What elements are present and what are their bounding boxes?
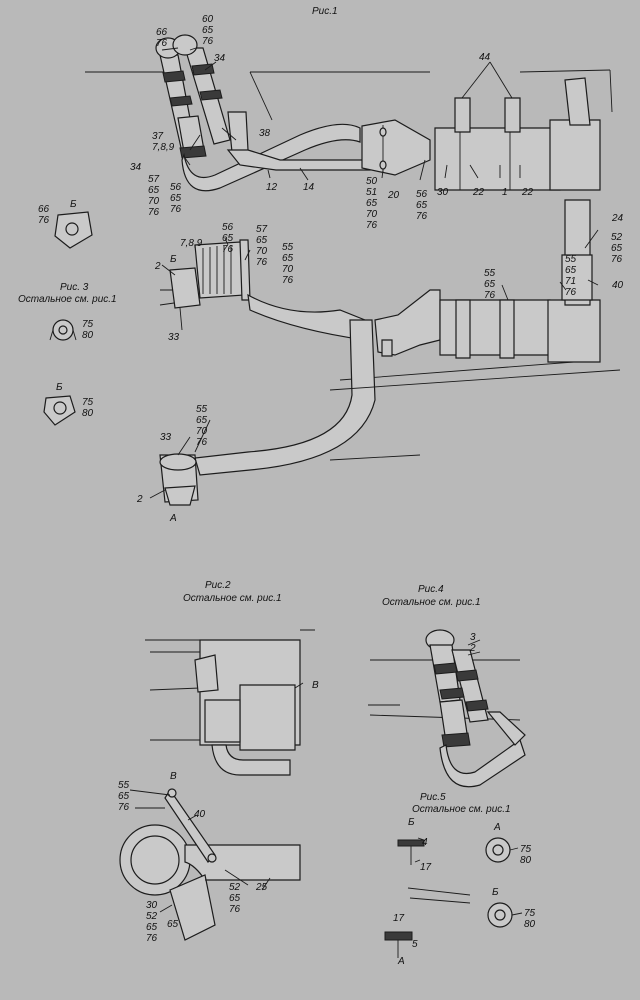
callout: 2 — [136, 494, 143, 505]
labels: Рис.1 Рис.2 Остальное см. рис.1 Рис. 3 О… — [18, 6, 624, 967]
callout: 24 — [611, 213, 624, 224]
callout: Б — [492, 887, 499, 898]
fig1-caption: Рис.1 — [312, 6, 338, 17]
callout: А — [493, 822, 501, 833]
fig5-note: Остальное см. рис.1 — [412, 804, 511, 815]
callout: 33 — [168, 332, 180, 343]
callout: 5 — [412, 939, 418, 950]
callout: 40 — [194, 809, 206, 820]
figure-2 — [119, 629, 315, 941]
callout: Б — [70, 199, 77, 210]
fig2-note: Остальное см. рис.1 — [183, 593, 282, 604]
callout: 65 — [167, 919, 179, 930]
callout: 25 — [255, 882, 268, 893]
fig4-caption: Рис.4 — [418, 584, 444, 595]
callout: 4 — [422, 837, 428, 848]
figure-4 — [368, 629, 526, 788]
callout: 30 — [437, 187, 449, 198]
fig2-caption: Рис.2 — [205, 580, 231, 591]
callout: А — [169, 513, 177, 524]
callout: А — [397, 956, 405, 967]
callout: Б — [408, 817, 415, 828]
callout: 12 — [266, 182, 278, 193]
callout: 17 — [420, 862, 432, 873]
figure-1 — [85, 34, 613, 192]
fig3-caption: Рис. 3 — [60, 282, 89, 293]
callout: Б — [56, 382, 63, 393]
callout: 34 — [130, 162, 142, 173]
fig5-caption: Рис.5 — [420, 792, 446, 803]
callout: 44 — [479, 52, 491, 63]
figure-5 — [384, 837, 523, 958]
callout: В — [312, 680, 319, 691]
callout: В — [170, 771, 177, 782]
callout: 1 — [502, 187, 508, 198]
callout: 22 — [472, 187, 485, 198]
callout: 22 — [521, 187, 534, 198]
callout: 34 — [214, 53, 226, 64]
callout: 33 — [160, 432, 172, 443]
fig3-note: Остальное см. рис.1 — [18, 294, 117, 305]
fig4-note: Остальное см. рис.1 — [382, 597, 481, 608]
callout: Б — [170, 254, 177, 265]
callout: 7,8,9 — [180, 238, 203, 249]
callout: 14 — [303, 182, 315, 193]
callout: 2 — [154, 261, 161, 272]
callout: 40 — [612, 280, 624, 291]
callout: 38 — [259, 128, 271, 139]
figure-3 — [43, 211, 93, 426]
callout: 17 — [393, 913, 405, 924]
callout: 20 — [387, 190, 400, 201]
figure-1-lower — [149, 199, 621, 506]
